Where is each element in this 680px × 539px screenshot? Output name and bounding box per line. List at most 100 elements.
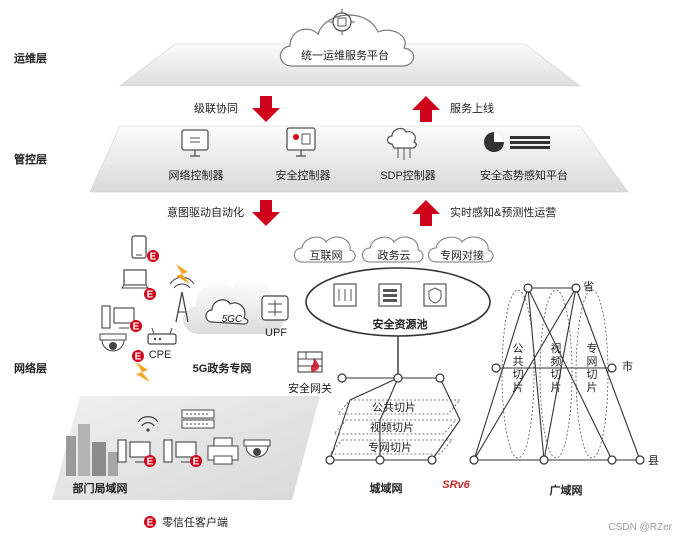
cpe-label: CPE: [149, 349, 172, 361]
zero-trust-badge: E: [144, 288, 156, 301]
svg-text:共: 共: [513, 355, 524, 368]
camera-icon: [243, 439, 271, 458]
sdp-controller-icon: [386, 127, 417, 160]
phone-icon: [131, 235, 147, 259]
controller-label-network: 网络控制器: [169, 168, 224, 182]
upf-icon: [261, 295, 289, 321]
situation-awareness-icon: [484, 132, 550, 152]
svg-text:E: E: [150, 252, 157, 263]
svg-text:切: 切: [587, 368, 598, 381]
realtime-label: 实时感知&预测性运营: [450, 205, 556, 219]
upf-label: UPF: [265, 327, 287, 339]
firewall-gateway-icon: [297, 351, 323, 373]
down-arrow-intent: [252, 200, 280, 226]
svg-text:E: E: [133, 322, 140, 333]
security-pool-label: 安全资源池: [373, 317, 428, 331]
cloud-gov: [362, 236, 424, 263]
security-controller-icon: [286, 127, 316, 157]
city-network-label: 城域网: [370, 481, 403, 495]
cloud-label-gov: 政务云: [378, 248, 411, 262]
printer-icon: [207, 437, 239, 465]
shield-module-icon: [423, 283, 447, 307]
wan-slice-private: 专 网 切 片: [587, 341, 598, 394]
svg-text:E: E: [135, 352, 142, 363]
city-slice-public: 公共切片: [372, 401, 416, 414]
zero-trust-badge: E: [132, 350, 144, 363]
svg-text:片: 片: [513, 381, 524, 394]
fiveg-name: 5G政务专网: [193, 361, 252, 375]
cloud-label-internet: 互联网: [310, 249, 343, 262]
wan-province-label: 省: [583, 280, 594, 293]
ops-platform-cloud: [279, 14, 415, 67]
lightning-icon: [136, 362, 150, 382]
controller-label-situation: 安全态势感知平台: [480, 168, 568, 182]
wan-slice-ovals: [501, 289, 609, 459]
cascade-label: 级联协同: [194, 101, 238, 115]
switch-icon: [181, 409, 215, 429]
fivegc-cloud-icon: [205, 299, 249, 325]
legend-badge: E: [144, 516, 156, 529]
cloud-label-private: 专网对接: [440, 248, 484, 262]
intent-label: 意图驱动自动化: [167, 205, 244, 219]
cpe-router-icon: [147, 327, 177, 345]
city-slice-private: 专网切片: [368, 440, 412, 454]
fivegc-label: 5GC: [222, 314, 243, 325]
wan-slice-public: 公 共 切 片: [513, 343, 524, 394]
desktop-icon: [101, 305, 135, 329]
ips-module-icon: [378, 283, 402, 307]
wan-network-label: 广域网: [550, 483, 583, 497]
ops-platform-label: 统一运维服务平台: [301, 48, 389, 62]
control-layer-platform: [89, 125, 629, 193]
wifi-icon: [137, 416, 159, 432]
svg-text:网: 网: [587, 356, 598, 368]
lan-name: 部门局域网: [73, 481, 128, 495]
legend-label: 零信任客户端: [162, 515, 228, 529]
svg-text:公: 公: [513, 343, 524, 355]
desktop-icon: [163, 439, 197, 463]
layer-label-control: 管控层: [14, 152, 47, 166]
layer-label-ops: 运维层: [14, 51, 47, 65]
zero-trust-badge: E: [130, 320, 142, 333]
cloud-private: [428, 236, 494, 263]
service-up-label: 服务上线: [450, 101, 494, 115]
svg-text:片: 片: [551, 381, 562, 394]
layer-label-network: 网络层: [14, 361, 47, 375]
wan-slice-video: 视 频 切 片: [551, 341, 562, 394]
watermark: CSDN @RZer: [609, 522, 673, 533]
svg-text:频: 频: [551, 354, 562, 368]
metro-links: [329, 377, 461, 461]
metro-nodes: [325, 373, 445, 465]
svg-text:片: 片: [587, 381, 598, 394]
svg-text:E: E: [147, 457, 154, 468]
camera-icon: [99, 333, 127, 352]
svg-text:E: E: [193, 457, 200, 468]
firewall-module-icon: [333, 283, 357, 307]
up-arrow-service: [412, 96, 440, 122]
svg-text:E: E: [147, 518, 154, 529]
wan-nodes: [469, 283, 645, 465]
svg-text:视: 视: [551, 341, 562, 355]
network-controller-icon: [181, 129, 209, 157]
svg-text:专: 专: [587, 341, 598, 355]
svg-text:切: 切: [513, 368, 524, 381]
up-arrow-realtime: [412, 200, 440, 226]
zero-trust-badge: E: [147, 250, 159, 263]
base-station-icon: [169, 276, 195, 323]
building-icon: [66, 424, 118, 476]
desktop-icon: [117, 439, 151, 463]
controller-label-security: 安全控制器: [276, 168, 331, 182]
wan-county-label: 县: [648, 454, 659, 467]
wan-city-label: 市: [622, 359, 633, 373]
zero-trust-badge: E: [190, 455, 202, 468]
down-arrow-cascade: [252, 96, 280, 122]
svg-text:E: E: [147, 290, 154, 301]
gateway-label: 安全网关: [288, 381, 332, 395]
svg-text:切: 切: [551, 368, 562, 381]
brain-chip-icon: [329, 9, 355, 35]
cloud-internet: [294, 236, 356, 263]
controller-label-sdp: SDP控制器: [380, 168, 436, 182]
srv6-logo: SRv6: [442, 479, 470, 491]
lightning-icon: [176, 264, 190, 284]
zero-trust-badge: E: [144, 455, 156, 468]
